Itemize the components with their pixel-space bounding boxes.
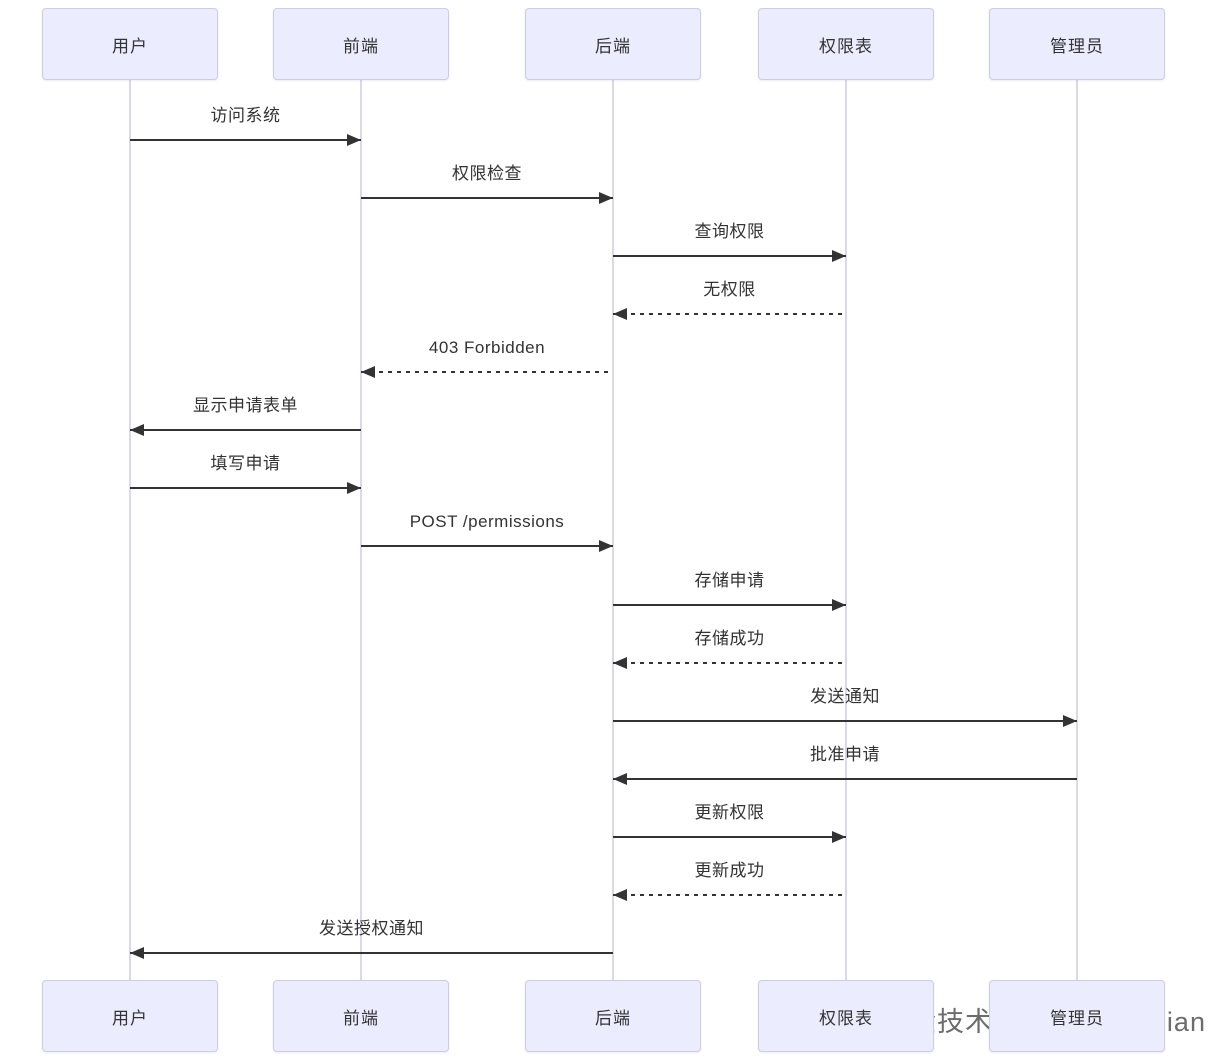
message-label-7: POST /permissions bbox=[409, 512, 565, 531]
arrowhead-icon bbox=[613, 773, 627, 785]
arrowhead-icon bbox=[361, 366, 375, 378]
actor-label-user: 用户 bbox=[112, 36, 148, 56]
message-line-4 bbox=[361, 371, 613, 373]
arrowhead-icon bbox=[613, 308, 627, 320]
arrowhead-icon bbox=[1063, 715, 1077, 727]
actor-frontend-top: 前端 bbox=[273, 8, 449, 80]
actor-label-backend: 后端 bbox=[595, 1008, 631, 1028]
arrowhead-icon bbox=[613, 657, 627, 669]
arrowhead-icon bbox=[347, 482, 361, 494]
actor-label-frontend: 前端 bbox=[343, 36, 379, 56]
message-label-6: 填写申请 bbox=[210, 454, 281, 473]
message-label-4: 403 Forbidden bbox=[428, 338, 546, 357]
actor-backend-top: 后端 bbox=[525, 8, 701, 80]
actor-permission-table-bottom: 权限表 bbox=[758, 980, 934, 1052]
message-line-10 bbox=[613, 720, 1077, 722]
arrowhead-icon bbox=[130, 424, 144, 436]
message-label-9: 存储成功 bbox=[694, 629, 765, 648]
message-label-11: 批准申请 bbox=[810, 745, 880, 764]
lifeline-frontend bbox=[360, 80, 362, 980]
message-line-12 bbox=[613, 836, 846, 838]
arrowhead-icon bbox=[130, 947, 144, 959]
arrowhead-icon bbox=[599, 540, 613, 552]
lifeline-admin bbox=[1076, 80, 1078, 980]
message-label-8: 存储申请 bbox=[694, 571, 765, 590]
message-label-10: 发送通知 bbox=[810, 687, 880, 706]
message-label-12: 更新权限 bbox=[694, 803, 765, 822]
arrowhead-icon bbox=[347, 134, 361, 146]
arrowhead-icon bbox=[832, 831, 846, 843]
actor-admin-bottom: 管理员 bbox=[989, 980, 1165, 1052]
actor-label-admin: 管理员 bbox=[1050, 1008, 1104, 1028]
message-line-11 bbox=[613, 778, 1077, 780]
message-line-0 bbox=[130, 139, 361, 141]
actor-label-backend: 后端 bbox=[595, 36, 631, 56]
message-label-0: 访问系统 bbox=[210, 106, 281, 125]
actor-admin-top: 管理员 bbox=[989, 8, 1165, 80]
message-label-3: 无权限 bbox=[703, 280, 756, 299]
actor-frontend-bottom: 前端 bbox=[273, 980, 449, 1052]
message-label-14: 发送授权通知 bbox=[319, 919, 424, 938]
message-line-13 bbox=[613, 894, 846, 896]
actor-label-user: 用户 bbox=[112, 1008, 148, 1028]
message-label-1: 权限检查 bbox=[452, 164, 522, 183]
message-line-6 bbox=[130, 487, 361, 489]
arrowhead-icon bbox=[832, 599, 846, 611]
actor-label-permission-table: 权限表 bbox=[819, 1008, 873, 1028]
message-line-7 bbox=[361, 545, 613, 547]
arrowhead-icon bbox=[832, 250, 846, 262]
message-label-5: 显示申请表单 bbox=[193, 396, 298, 415]
arrowhead-icon bbox=[613, 889, 627, 901]
actor-label-frontend: 前端 bbox=[343, 1008, 379, 1028]
message-line-8 bbox=[613, 604, 846, 606]
arrowhead-icon bbox=[599, 192, 613, 204]
actor-user-bottom: 用户 bbox=[42, 980, 218, 1052]
message-label-2: 查询权限 bbox=[694, 222, 765, 241]
actor-label-permission-table: 权限表 bbox=[819, 36, 873, 56]
message-line-3 bbox=[613, 313, 846, 315]
lifeline-backend bbox=[612, 80, 614, 980]
message-label-13: 更新成功 bbox=[694, 861, 765, 880]
lifeline-user bbox=[129, 80, 131, 980]
message-line-9 bbox=[613, 662, 846, 664]
actor-label-admin: 管理员 bbox=[1050, 36, 1104, 56]
actor-user-top: 用户 bbox=[42, 8, 218, 80]
message-line-1 bbox=[361, 197, 613, 199]
actor-permission-table-top: 权限表 bbox=[758, 8, 934, 80]
message-line-14 bbox=[130, 952, 613, 954]
lifeline-permission-table bbox=[845, 80, 847, 980]
actor-backend-bottom: 后端 bbox=[525, 980, 701, 1052]
message-line-2 bbox=[613, 255, 846, 257]
message-line-5 bbox=[130, 429, 361, 431]
